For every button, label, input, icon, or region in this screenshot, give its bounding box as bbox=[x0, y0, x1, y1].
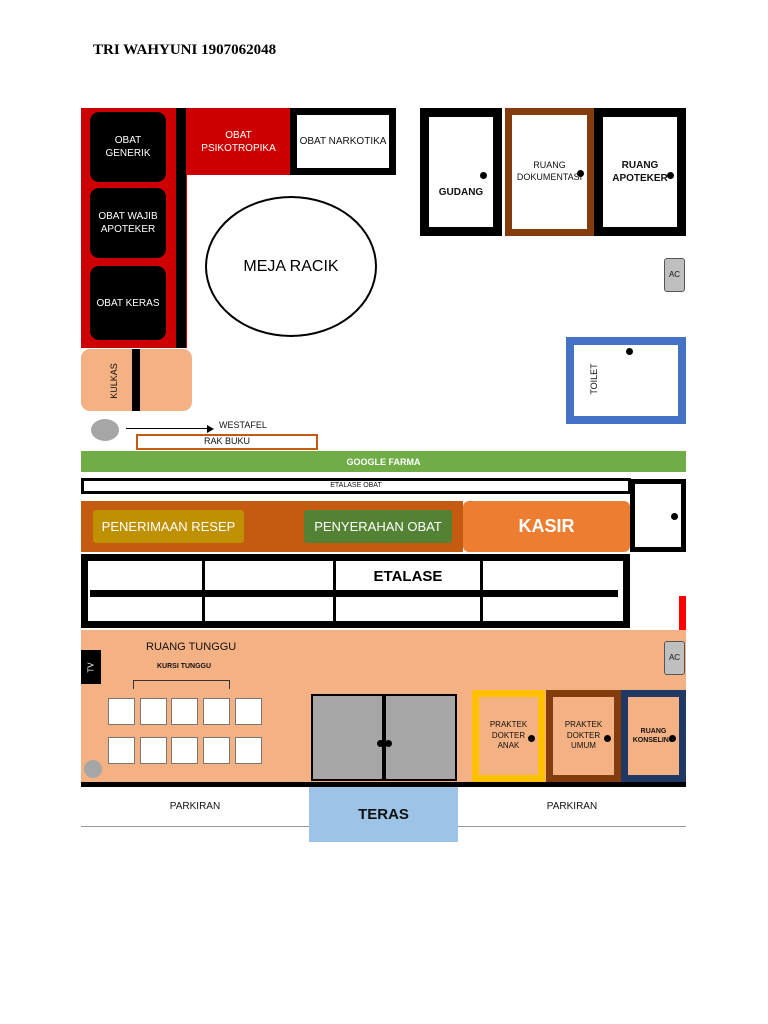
westafel-arrow-line bbox=[126, 428, 210, 429]
door-knob bbox=[480, 172, 487, 179]
etalase-display-case: ETALASE bbox=[81, 554, 630, 628]
waiting-chair bbox=[171, 737, 198, 764]
author-heading: TRI WAHYUNI 1907062048 bbox=[93, 42, 277, 58]
ac-unit-top: AC bbox=[664, 258, 685, 292]
parkiran-left-area: PARKIRAN bbox=[81, 787, 309, 827]
entrance-door-left bbox=[311, 694, 384, 781]
obat-wajib-apoteker-shelf: OBAT WAJIB APOTEKER bbox=[90, 188, 166, 258]
door-knob bbox=[669, 735, 676, 742]
etalase-divider bbox=[202, 561, 205, 621]
teras-area: TERAS bbox=[309, 787, 458, 842]
waiting-chair bbox=[108, 698, 135, 725]
door-knob bbox=[626, 348, 633, 355]
ruang-apoteker-room: RUANG APOTEKER bbox=[594, 108, 686, 236]
tv-screen: TV bbox=[81, 650, 101, 684]
waiting-chair bbox=[235, 698, 262, 725]
kasir-desk: KASIR bbox=[463, 501, 630, 552]
door-knob bbox=[377, 740, 384, 747]
door-knob bbox=[577, 170, 584, 177]
etalase-divider bbox=[333, 561, 336, 621]
kursi-tunggu-label: KURSI TUNGGU bbox=[157, 663, 212, 670]
obat-narkotika-cabinet: OBAT NARKOTIKA bbox=[290, 108, 396, 175]
gudang-room: GUDANG bbox=[420, 108, 502, 236]
parkiran-right-area: PARKIRAN bbox=[458, 787, 686, 827]
toilet-room: TOILET bbox=[566, 337, 686, 424]
toilet-label: TOILET bbox=[589, 363, 600, 395]
westafel-label: WESTAFEL bbox=[219, 420, 267, 430]
obat-keras-shelf: OBAT KERAS bbox=[90, 266, 166, 340]
waiting-chair bbox=[203, 737, 230, 764]
front-wall bbox=[81, 782, 686, 787]
meja-racik-table: MEJA RACIK bbox=[205, 196, 377, 337]
waiting-chair bbox=[140, 698, 167, 725]
penyerahan-obat-desk: PENYERAHAN OBAT bbox=[304, 510, 452, 543]
entrance-door-divider bbox=[382, 694, 386, 781]
praktek-dokter-umum-room: PRAKTEK DOKTER UMUM bbox=[546, 690, 621, 782]
ruang-konseling-room: RUANG KONSELING bbox=[621, 690, 686, 782]
obat-psikotropika-cabinet: OBAT PSIKOTROPIKA bbox=[187, 108, 290, 175]
waiting-chair bbox=[203, 698, 230, 725]
etalase-obat-counter: ETALASE OBAT bbox=[81, 478, 631, 494]
red-marker bbox=[679, 596, 686, 630]
obat-generik-shelf: OBAT GENERIK bbox=[90, 112, 166, 182]
google-farma-sign: GOOGLE FARMA bbox=[81, 451, 686, 472]
door-knob bbox=[528, 735, 535, 742]
westafel-sink bbox=[91, 419, 119, 441]
door-knob bbox=[667, 172, 674, 179]
waiting-chair bbox=[235, 737, 262, 764]
penerimaan-resep-desk: PENERIMAAN RESEP bbox=[93, 510, 244, 543]
waiting-chair bbox=[108, 737, 135, 764]
door-knob bbox=[385, 740, 392, 747]
shelf-divider bbox=[176, 108, 186, 348]
kursi-tunggu-bracket bbox=[133, 680, 230, 689]
kulkas-label: KULKAS bbox=[109, 363, 120, 399]
westafel-arrow-head bbox=[207, 425, 214, 433]
entrance-door-right bbox=[384, 694, 457, 781]
rak-buku-shelf: RAK BUKU bbox=[136, 434, 318, 450]
ac-unit-bottom: AC bbox=[664, 641, 685, 675]
side-door bbox=[630, 479, 686, 552]
corner-fixture bbox=[84, 760, 102, 778]
kulkas-fridge: KULKAS bbox=[81, 349, 192, 411]
waiting-chair bbox=[140, 737, 167, 764]
waiting-chair bbox=[171, 698, 198, 725]
door-knob bbox=[604, 735, 611, 742]
etalase-shelf-line bbox=[90, 590, 618, 597]
praktek-dokter-anak-room: PRAKTEK DOKTER ANAK bbox=[472, 690, 545, 782]
ruang-tunggu-label: RUANG TUNGGU bbox=[146, 641, 237, 653]
etalase-label: ETALASE bbox=[373, 567, 443, 585]
etalase-divider bbox=[480, 561, 483, 621]
fridge-handle bbox=[132, 349, 140, 411]
ruang-dokumentasi-room: RUANG DOKUMENTASI bbox=[505, 108, 594, 236]
door-knob bbox=[671, 513, 678, 520]
